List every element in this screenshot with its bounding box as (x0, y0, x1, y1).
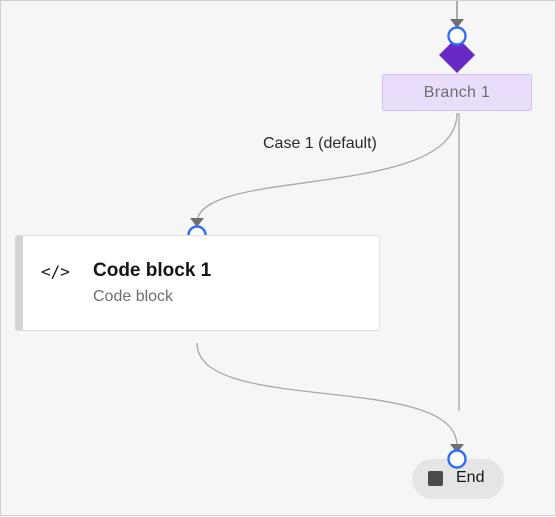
stop-icon (428, 471, 443, 486)
code-block-node[interactable]: </> Code block 1 Code block (15, 235, 380, 331)
code-block-title: Code block 1 (93, 260, 212, 281)
branch-input-arrow (450, 19, 464, 28)
code-icon: </> (41, 262, 70, 281)
branch-input-port[interactable] (447, 26, 467, 46)
end-node[interactable]: End (412, 459, 504, 499)
end-input-arrow (450, 444, 464, 453)
code-output-wire (196, 342, 458, 447)
case-1-wire (196, 112, 458, 224)
case-1-edge-label: Case 1 (default) (263, 135, 377, 152)
code-block-subtitle: Code block (93, 288, 174, 305)
branch-diamond-icon (439, 37, 475, 73)
end-node-label: End (456, 469, 485, 486)
branch-node-label: Branch 1 (423, 83, 491, 101)
code-input-arrow (190, 218, 204, 227)
branch-node[interactable]: Branch 1 (382, 74, 532, 111)
